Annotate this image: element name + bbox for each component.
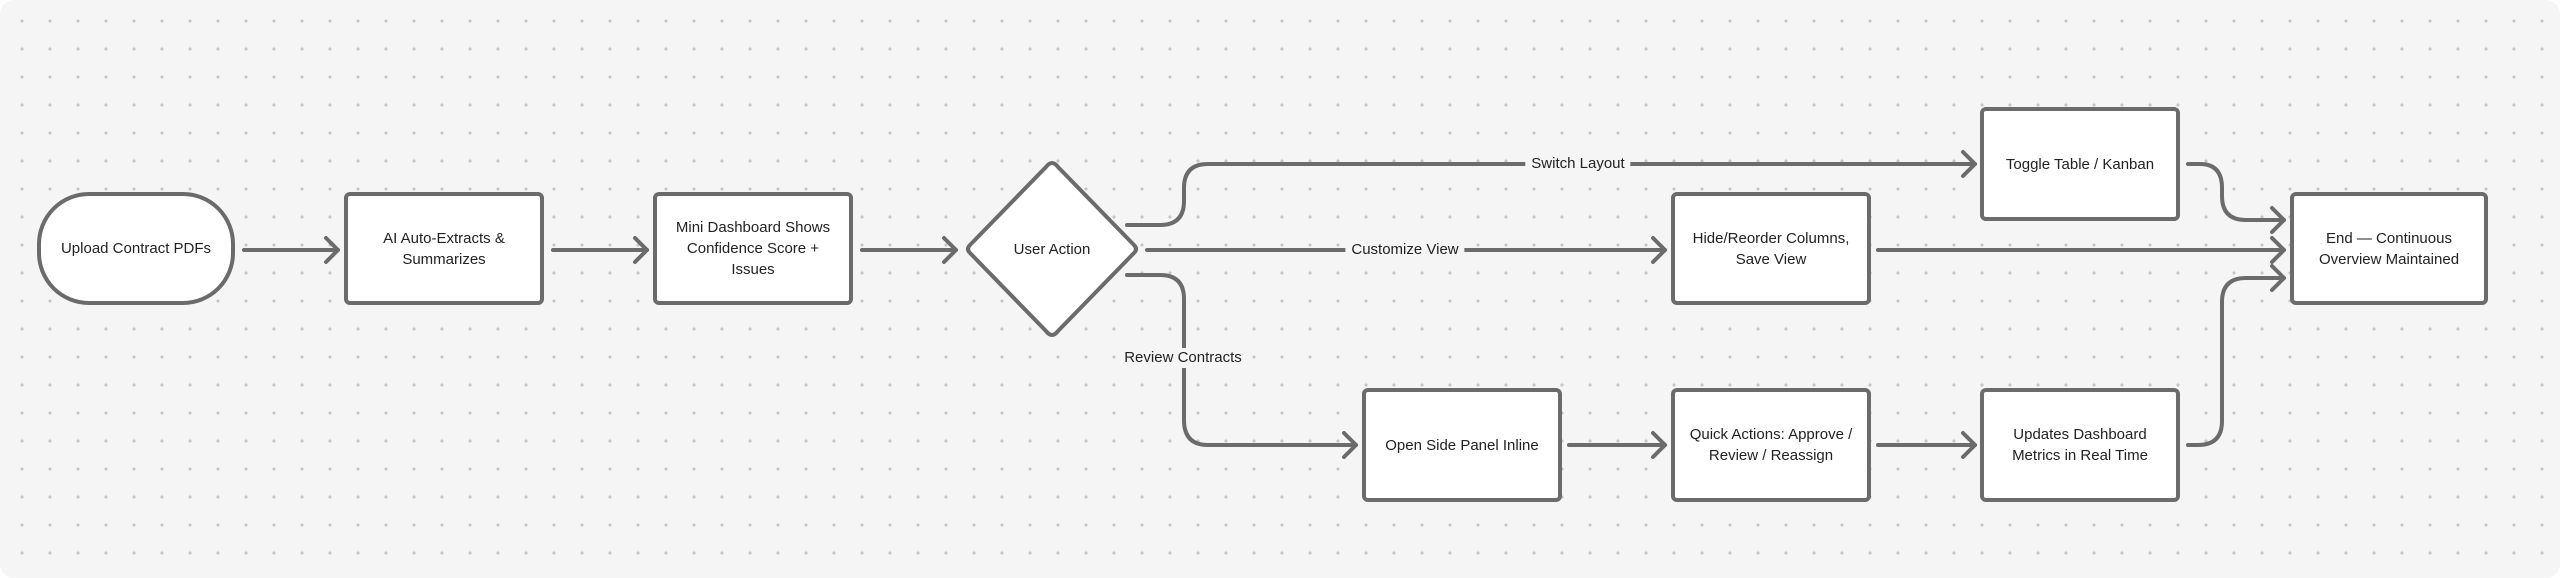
arrowhead-icon: [942, 236, 958, 264]
arrowhead-icon: [1342, 431, 1358, 459]
edge-switch-layout: [1125, 162, 1977, 227]
node-quick-actions[interactable]: Quick Actions: Approve / Review / Reassi…: [1671, 388, 1871, 502]
node-updates-dashboard-metrics[interactable]: Updates Dashboard Metrics in Real Time: [1980, 388, 2180, 502]
arrowhead-icon: [1961, 150, 1977, 178]
arrowhead-icon: [2270, 236, 2286, 264]
decision-diamond-shape: [966, 161, 1138, 337]
edge-label-switch-layout: Switch Layout: [1525, 154, 1631, 174]
arrowhead-icon: [2270, 206, 2286, 234]
node-open-side-panel[interactable]: Open Side Panel Inline: [1362, 388, 1562, 502]
edge-updates-to-end: [2186, 276, 2286, 447]
edge-toggle-to-end: [2186, 162, 2286, 222]
node-toggle-table-kanban[interactable]: Toggle Table / Kanban: [1980, 107, 2180, 221]
arrowhead-icon: [324, 236, 340, 264]
arrowhead-icon: [2270, 264, 2286, 292]
arrowhead-icon: [633, 236, 649, 264]
node-mini-dashboard[interactable]: Mini Dashboard Shows Confidence Score + …: [653, 192, 853, 305]
node-hide-reorder-columns[interactable]: Hide/Reorder Columns, Save View: [1671, 192, 1871, 305]
edge-label-review-contracts: Review Contracts: [1118, 348, 1248, 368]
node-user-action[interactable]: User Action: [962, 159, 1142, 339]
arrowhead-icon: [1961, 431, 1977, 459]
edge-label-customize-view: Customize View: [1345, 240, 1465, 260]
arrowhead-icon: [1651, 431, 1667, 459]
node-upload-contract-pdfs[interactable]: Upload Contract PDFs: [37, 192, 235, 305]
node-end-continuous-overview[interactable]: End — Continuous Overview Maintained: [2290, 192, 2488, 305]
decision-label: User Action: [1013, 240, 1091, 258]
arrowhead-icon: [1651, 236, 1667, 264]
node-ai-auto-extracts[interactable]: AI Auto-Extracts & Summarizes: [344, 192, 544, 305]
